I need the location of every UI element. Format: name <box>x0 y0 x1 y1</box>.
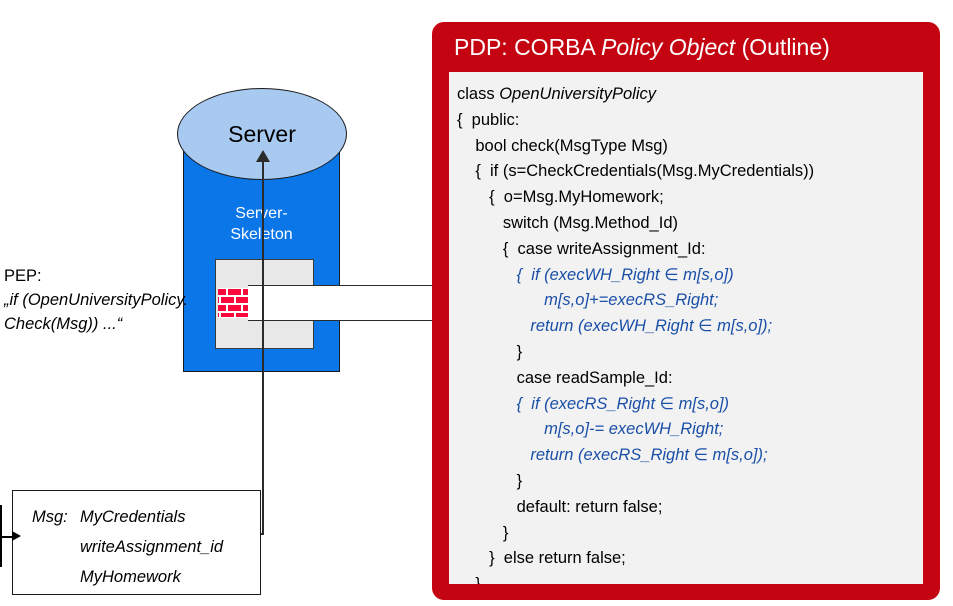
code-span-highlighted: m[s,o]-= execWH_Right; <box>457 420 724 439</box>
code-line: return (execRS_Right ∈ m[s,o]); <box>457 443 923 469</box>
code-line: { public: <box>457 110 520 129</box>
pep-quote-line1: „if (OpenUniversityPolicy. <box>4 291 188 309</box>
pdp-policy-object-panel: PDP: CORBA Policy Object (Outline) class… <box>432 22 940 600</box>
invocation-arrowhead-icon <box>256 150 270 162</box>
message-key: Msg: <box>32 508 68 526</box>
code-line: } <box>457 342 523 361</box>
code-line: bool check(MsgType Msg) <box>457 136 668 155</box>
pdp-title-italic: Policy Object <box>600 34 736 60</box>
policy-code-listing: class OpenUniversityPolicy { public: bool… <box>457 82 923 584</box>
code-line: } else return false; <box>457 549 626 568</box>
code-span-classname: OpenUniversityPolicy <box>499 85 656 103</box>
code-line: m[s,o]-= execWH_Right; <box>457 417 923 443</box>
code-line: case readSample_Id: <box>457 368 673 387</box>
code-line: { if (execWH_Right ∈ m[s,o]) <box>457 263 923 289</box>
policy-code-panel: class OpenUniversityPolicy { public: bool… <box>449 72 923 584</box>
pep-quote-line2: Check(Msg)) ...“ <box>4 315 123 333</box>
message-value-0: MyCredentials <box>80 508 186 526</box>
pdp-title-suffix: (Outline) <box>735 34 830 60</box>
code-line: { o=Msg.MyHomework; <box>457 188 664 207</box>
code-line: { if (s=CheckCredentials(Msg.MyCredentia… <box>457 162 815 181</box>
server-skeleton-label: Server- Skeleton <box>183 203 340 245</box>
code-span-highlighted: { if (execWH_Right ∈ m[s,o]) <box>457 265 734 284</box>
code-line: } <box>457 471 523 490</box>
code-line: m[s,o]+=execRS_Right; <box>457 288 923 314</box>
server-label: Server <box>228 120 296 147</box>
code-line: } <box>457 572 923 584</box>
code-line: } <box>457 523 509 542</box>
server-skeleton-label-line2: Skeleton <box>183 224 340 245</box>
pep-annotation: PEP: „if (OpenUniversityPolicy. Check(Ms… <box>4 264 254 336</box>
code-line: { if (execRS_Right ∈ m[s,o]) <box>457 392 923 418</box>
code-span-keyword: class <box>457 85 500 103</box>
code-line: return (execWH_Right ∈ m[s,o]); <box>457 314 923 340</box>
code-line: default: return false; <box>457 497 663 516</box>
pdp-title-prefix: PDP: CORBA <box>454 34 601 60</box>
message-box <box>12 490 261 595</box>
code-line: class OpenUniversityPolicy <box>457 82 923 108</box>
code-span-highlighted: return (execWH_Right ∈ m[s,o]); <box>457 317 773 336</box>
code-span-highlighted: { if (execRS_Right ∈ m[s,o]) <box>457 394 730 413</box>
message-value-1: writeAssignment_id <box>80 538 224 556</box>
message-inbound-line <box>0 536 14 538</box>
message-inbound-arrowhead-icon <box>12 531 21 541</box>
code-line: switch (Msg.Method_Id) <box>457 213 678 232</box>
code-span-highlighted: return (execRS_Right ∈ m[s,o]); <box>457 446 768 465</box>
invocation-line <box>262 156 264 534</box>
code-span-highlighted: m[s,o]+=execRS_Right; <box>457 291 719 310</box>
server-skeleton-label-line1: Server- <box>183 203 340 224</box>
message-contents: Msg: MyCredentials writeAssignment_id MyH… <box>32 502 262 592</box>
pdp-panel-title: PDP: CORBA Policy Object (Outline) <box>454 34 924 70</box>
architecture-diagram: Server- Skeleton Se <box>0 0 479 606</box>
message-value-2: MyHomework <box>80 568 181 586</box>
code-line: { case writeAssignment_Id: <box>457 239 706 258</box>
pep-label: PEP: <box>4 267 42 285</box>
